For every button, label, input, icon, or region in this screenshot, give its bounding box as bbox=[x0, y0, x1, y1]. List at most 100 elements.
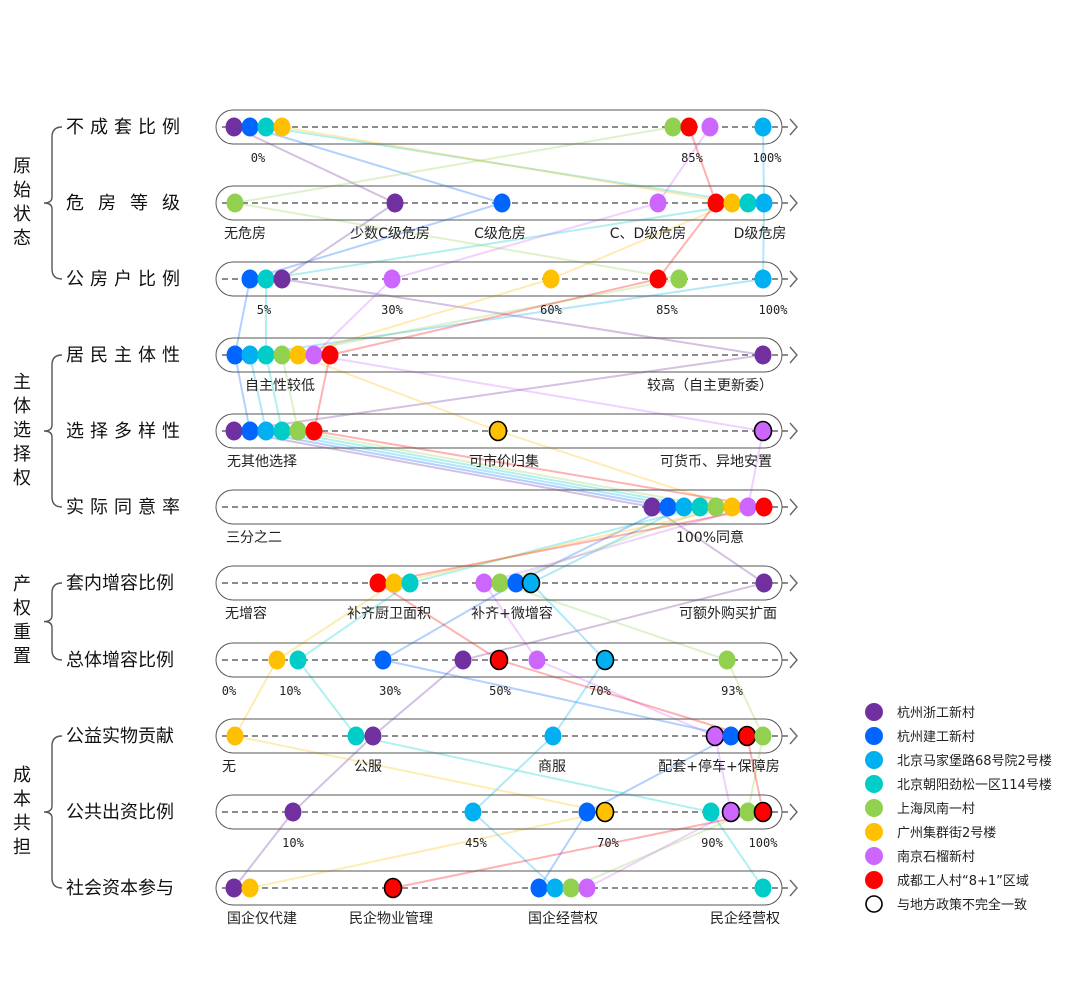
connection-line bbox=[472, 735, 554, 813]
connection-line bbox=[462, 582, 765, 661]
connection-line bbox=[762, 126, 765, 204]
connection-line bbox=[249, 278, 764, 356]
legend-swatch bbox=[865, 823, 883, 841]
group-label-original-state: 原始状态 bbox=[13, 156, 31, 249]
connection-line bbox=[329, 278, 659, 356]
tick-label: 85% bbox=[681, 151, 703, 165]
connection-line bbox=[281, 278, 764, 356]
city-dot bbox=[649, 269, 667, 289]
connection-line bbox=[530, 582, 606, 661]
legend-swatch bbox=[865, 775, 883, 793]
connection-line bbox=[372, 659, 464, 737]
connection-line bbox=[393, 506, 733, 584]
tick-label: 无增容 bbox=[225, 605, 267, 622]
connection-line bbox=[392, 811, 764, 889]
city-dot bbox=[507, 573, 525, 593]
tick-label: 70% bbox=[589, 684, 611, 698]
city-dot bbox=[530, 878, 548, 898]
city-dot bbox=[664, 117, 682, 137]
city-dot bbox=[493, 193, 511, 213]
tick-label: 30% bbox=[379, 684, 401, 698]
connection-line bbox=[657, 126, 711, 204]
connection-lines bbox=[233, 126, 765, 889]
city-dot bbox=[755, 193, 773, 213]
row-name: 实际同意率 bbox=[66, 497, 186, 518]
city-dot bbox=[401, 573, 419, 593]
legend-swatch bbox=[865, 799, 883, 817]
arrow-icon bbox=[789, 194, 798, 212]
legend-label: 上海凤南一村 bbox=[897, 801, 975, 817]
city-dot bbox=[701, 117, 719, 137]
connection-line bbox=[234, 354, 251, 432]
tick-label: 30% bbox=[381, 303, 403, 317]
city-dot bbox=[257, 269, 275, 289]
city-dot bbox=[241, 421, 259, 441]
city-dot bbox=[754, 345, 772, 365]
tick-label: 公服 bbox=[354, 759, 382, 775]
city-dot bbox=[755, 497, 773, 517]
tick-label: 10% bbox=[279, 684, 301, 698]
connection-line bbox=[233, 430, 653, 508]
connection-line bbox=[497, 430, 733, 508]
connection-line bbox=[249, 202, 503, 280]
city-dot bbox=[755, 573, 773, 593]
city-dot bbox=[374, 650, 392, 670]
connection-line bbox=[297, 354, 499, 432]
city-dot bbox=[718, 650, 736, 670]
connection-line bbox=[234, 659, 278, 737]
city-dot bbox=[241, 269, 259, 289]
connection-line bbox=[483, 506, 749, 584]
city-dot bbox=[225, 878, 243, 898]
tick-label: 少数C级危房 bbox=[350, 226, 430, 242]
tick-label: 无危房 bbox=[224, 226, 266, 242]
city-dot bbox=[722, 726, 740, 746]
city-dot bbox=[464, 802, 482, 822]
connection-line bbox=[382, 659, 732, 737]
city-dot bbox=[723, 497, 741, 517]
legend-label: 北京马家堡路68号院2号楼 bbox=[897, 753, 1052, 769]
legend-swatch bbox=[865, 727, 883, 745]
city-dot bbox=[241, 345, 259, 365]
tick-label: 较高（自主更新委） bbox=[647, 377, 773, 394]
connection-line bbox=[391, 202, 659, 280]
connection-line bbox=[297, 582, 411, 661]
city-dot bbox=[226, 345, 244, 365]
connection-line bbox=[249, 430, 669, 508]
group-braces bbox=[43, 126, 63, 889]
track-row: 社会资本参与国企仅代建民企物业管理国企经营权民企经营权 bbox=[66, 870, 798, 927]
connection-line bbox=[233, 354, 764, 432]
connection-line bbox=[265, 354, 283, 432]
city-dot bbox=[578, 878, 596, 898]
connection-line bbox=[249, 126, 503, 204]
city-dot bbox=[721, 801, 741, 823]
legend-swatch bbox=[865, 847, 883, 865]
connection-line bbox=[249, 811, 606, 889]
tick-label: C、D级危房 bbox=[610, 226, 687, 242]
row-name: 社会资本参与 bbox=[66, 878, 174, 899]
connection-line bbox=[281, 126, 733, 204]
city-dot bbox=[289, 345, 307, 365]
city-dot bbox=[273, 117, 291, 137]
connection-line bbox=[281, 202, 396, 280]
arrow-icon bbox=[789, 346, 798, 364]
legend-swatch bbox=[865, 871, 883, 889]
connection-line bbox=[747, 430, 764, 508]
tick-label: 国企仅代建 bbox=[227, 910, 297, 927]
city-dot bbox=[562, 878, 580, 898]
city-dot bbox=[289, 421, 307, 441]
tick-label: 国企经营权 bbox=[528, 910, 598, 927]
group-brace bbox=[43, 582, 63, 661]
tick-label: 民企经营权 bbox=[710, 910, 780, 927]
connection-line bbox=[313, 430, 765, 508]
city-dot bbox=[321, 345, 339, 365]
legend-label-outline: 与地方政策不完全一致 bbox=[897, 897, 1027, 913]
connection-line bbox=[249, 354, 267, 432]
city-dot bbox=[544, 726, 562, 746]
tick-label: 可货币、异地安置 bbox=[660, 453, 772, 470]
connection-line bbox=[377, 582, 500, 661]
arrow-icon bbox=[789, 118, 798, 136]
row-name: 套内增容比例 bbox=[66, 573, 174, 594]
city-dot bbox=[542, 269, 560, 289]
